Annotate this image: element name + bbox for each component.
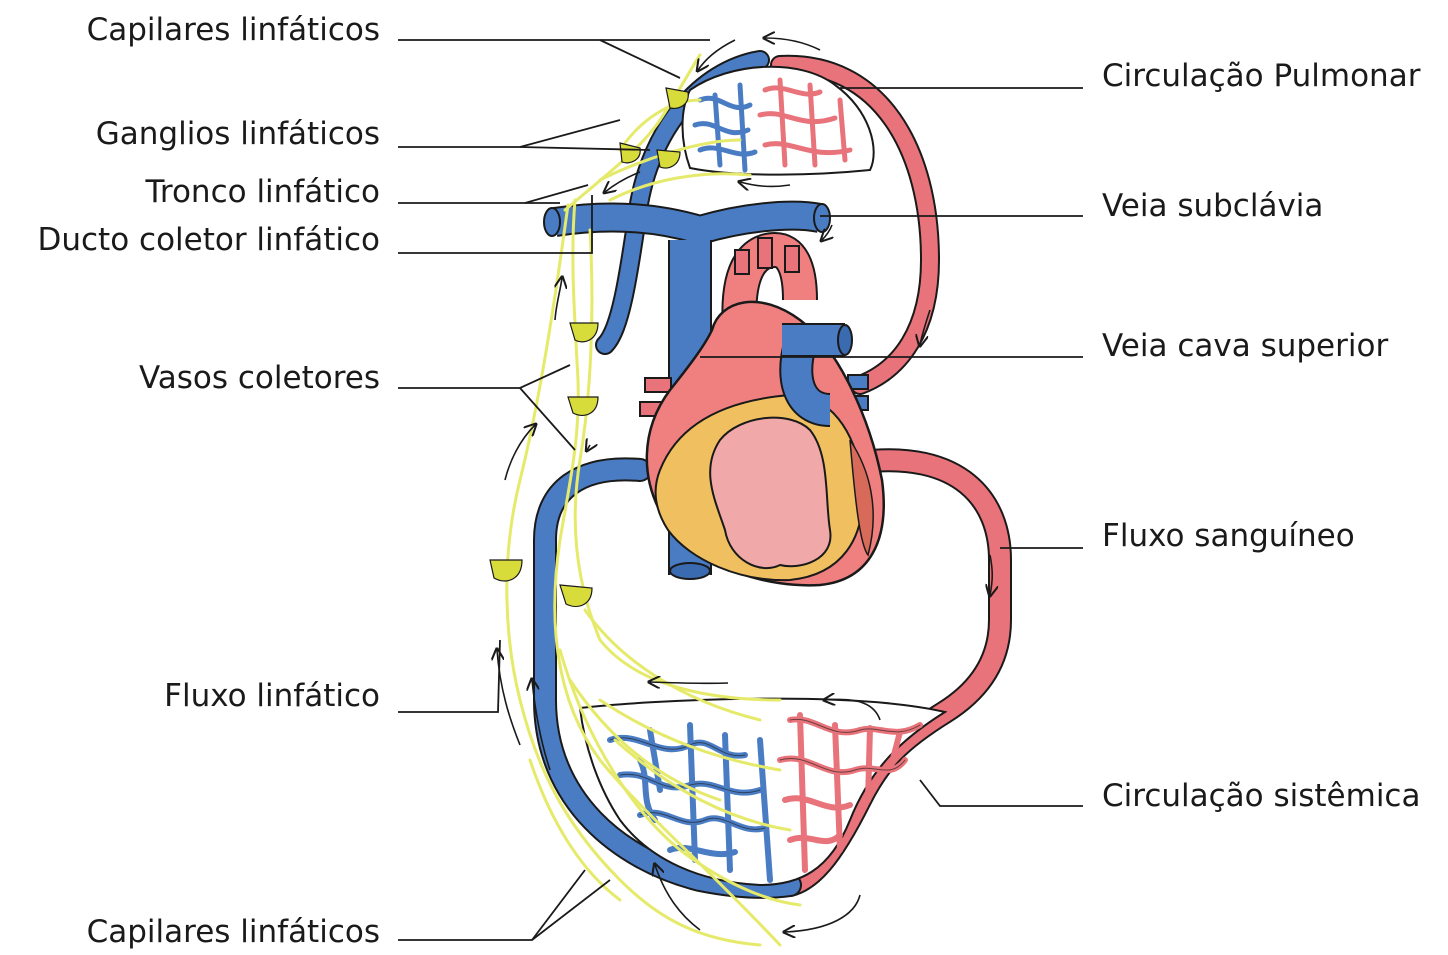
label-capilares-linfaticos-top: Capilares linfáticos <box>87 12 380 48</box>
label-capilares-linfaticos-bottom: Capilares linfáticos <box>87 914 380 950</box>
label-vasos-coletores: Vasos coletores <box>139 360 380 396</box>
label-veia-cava-superior: Veia cava superior <box>1102 328 1388 364</box>
label-circulacao-sistemica: Circulação sistêmica <box>1102 778 1420 814</box>
label-ganglios-linfaticos: Ganglios linfáticos <box>96 116 380 152</box>
label-tronco-linfatico: Tronco linfático <box>146 174 380 210</box>
label-veia-subclavia: Veia subclávia <box>1102 188 1323 224</box>
label-ducto-coletor-linfatico: Ducto coletor linfático <box>37 222 380 258</box>
label-fluxo-linfatico: Fluxo linfático <box>164 678 380 714</box>
label-circulacao-pulmonar: Circulação Pulmonar <box>1102 58 1420 94</box>
label-fluxo-sanguineo: Fluxo sanguíneo <box>1102 518 1355 554</box>
